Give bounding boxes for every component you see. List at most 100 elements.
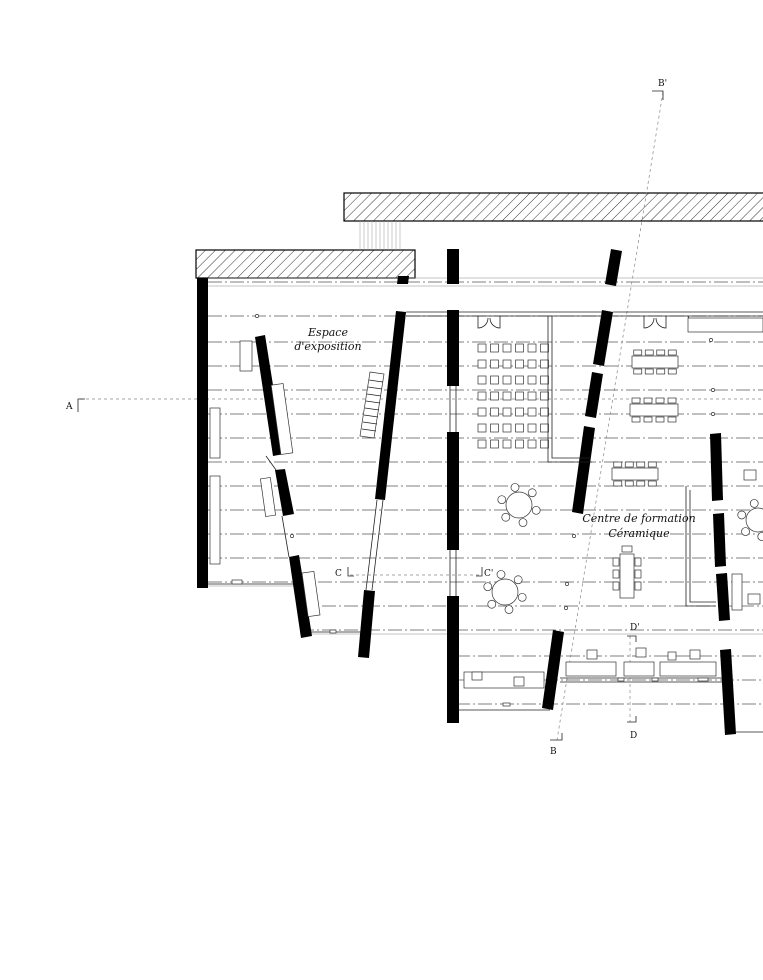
workshop-table bbox=[631, 355, 679, 369]
seat bbox=[477, 375, 487, 385]
chair bbox=[497, 495, 507, 505]
chair bbox=[483, 582, 493, 592]
column-dot bbox=[709, 338, 713, 342]
partitions bbox=[547, 315, 763, 607]
wall-stair-slant-lower bbox=[358, 590, 375, 658]
chair bbox=[667, 416, 677, 423]
wall-exhibit-slant-lower bbox=[289, 555, 312, 638]
round-tables bbox=[483, 483, 763, 614]
display-panel bbox=[301, 570, 321, 618]
column-dot bbox=[255, 314, 259, 318]
chair bbox=[631, 416, 641, 423]
glazing bbox=[265, 311, 763, 596]
chair bbox=[633, 368, 643, 375]
seat bbox=[527, 407, 537, 417]
seat bbox=[540, 423, 549, 433]
chair bbox=[633, 349, 643, 356]
vent bbox=[651, 677, 659, 682]
wall-spine-2 bbox=[447, 432, 459, 550]
seat bbox=[540, 359, 549, 369]
chair bbox=[504, 605, 514, 614]
chair bbox=[631, 397, 641, 404]
seat bbox=[502, 359, 512, 369]
seat bbox=[540, 391, 549, 401]
display-panel bbox=[260, 477, 276, 517]
chair bbox=[621, 545, 633, 553]
wall-studio-slant-1 bbox=[593, 310, 613, 366]
section-marker-d: D bbox=[627, 716, 637, 741]
chair bbox=[741, 527, 750, 536]
stool bbox=[471, 671, 483, 681]
section-lines bbox=[80, 91, 763, 741]
chair bbox=[647, 480, 657, 487]
vent bbox=[231, 579, 243, 585]
workshop-table bbox=[611, 467, 659, 481]
display-panel bbox=[239, 340, 253, 372]
seat bbox=[515, 375, 524, 385]
seat bbox=[540, 439, 549, 449]
wall-stub-top bbox=[397, 276, 409, 284]
wall-east-slant-1 bbox=[710, 433, 723, 501]
section-marker-b-prime: B' bbox=[652, 79, 667, 100]
chair bbox=[634, 581, 642, 591]
wall-west bbox=[197, 278, 208, 588]
seat bbox=[477, 407, 487, 417]
chair bbox=[655, 397, 665, 404]
vent bbox=[502, 702, 511, 707]
seat bbox=[502, 423, 512, 433]
chair bbox=[647, 461, 657, 468]
section-label-c: C bbox=[335, 569, 342, 579]
chair bbox=[496, 570, 506, 579]
round-table bbox=[491, 578, 519, 606]
seat bbox=[477, 439, 487, 449]
seat bbox=[527, 375, 537, 385]
section-label-d: D bbox=[630, 731, 637, 741]
round-table bbox=[745, 507, 763, 533]
stool bbox=[586, 649, 598, 660]
seat bbox=[502, 407, 512, 417]
stool bbox=[635, 647, 647, 658]
chair bbox=[656, 349, 666, 356]
chair bbox=[613, 461, 623, 468]
chair bbox=[667, 368, 677, 375]
seat bbox=[515, 423, 524, 433]
section-marker-b: B bbox=[550, 733, 563, 757]
seat bbox=[477, 423, 487, 433]
chair bbox=[644, 349, 654, 356]
display-plinth bbox=[209, 407, 221, 459]
envelope-lines bbox=[208, 583, 763, 733]
chair bbox=[517, 592, 527, 602]
seat bbox=[515, 359, 524, 369]
seat bbox=[490, 375, 499, 385]
chair bbox=[624, 480, 634, 487]
chair bbox=[513, 575, 523, 585]
walls bbox=[197, 249, 736, 735]
room-label-exhibition-sub: d'exposition bbox=[294, 340, 361, 353]
section-label-b: B bbox=[550, 747, 557, 757]
wall-spine-3 bbox=[447, 596, 459, 723]
section-label-d-prime: D' bbox=[630, 623, 640, 633]
display-panel bbox=[270, 383, 294, 455]
vent bbox=[329, 629, 337, 634]
workbench bbox=[659, 661, 717, 677]
seat bbox=[527, 359, 537, 369]
column-dot bbox=[290, 534, 294, 538]
chair bbox=[749, 499, 759, 508]
round-table bbox=[505, 491, 533, 519]
chair bbox=[612, 569, 620, 579]
canopy-connector bbox=[359, 221, 401, 250]
section-marker-c: C bbox=[335, 567, 354, 579]
workbench bbox=[623, 661, 655, 677]
seat bbox=[540, 407, 549, 417]
chair bbox=[634, 569, 642, 579]
seat bbox=[527, 343, 537, 353]
chair bbox=[487, 599, 497, 609]
section-label-b-prime: B' bbox=[658, 79, 667, 89]
chair bbox=[643, 416, 653, 423]
column-dots bbox=[255, 314, 715, 610]
stool bbox=[743, 469, 757, 481]
wall-studio-slant-3 bbox=[572, 426, 595, 514]
chair bbox=[624, 461, 634, 468]
column-dot bbox=[565, 582, 569, 586]
